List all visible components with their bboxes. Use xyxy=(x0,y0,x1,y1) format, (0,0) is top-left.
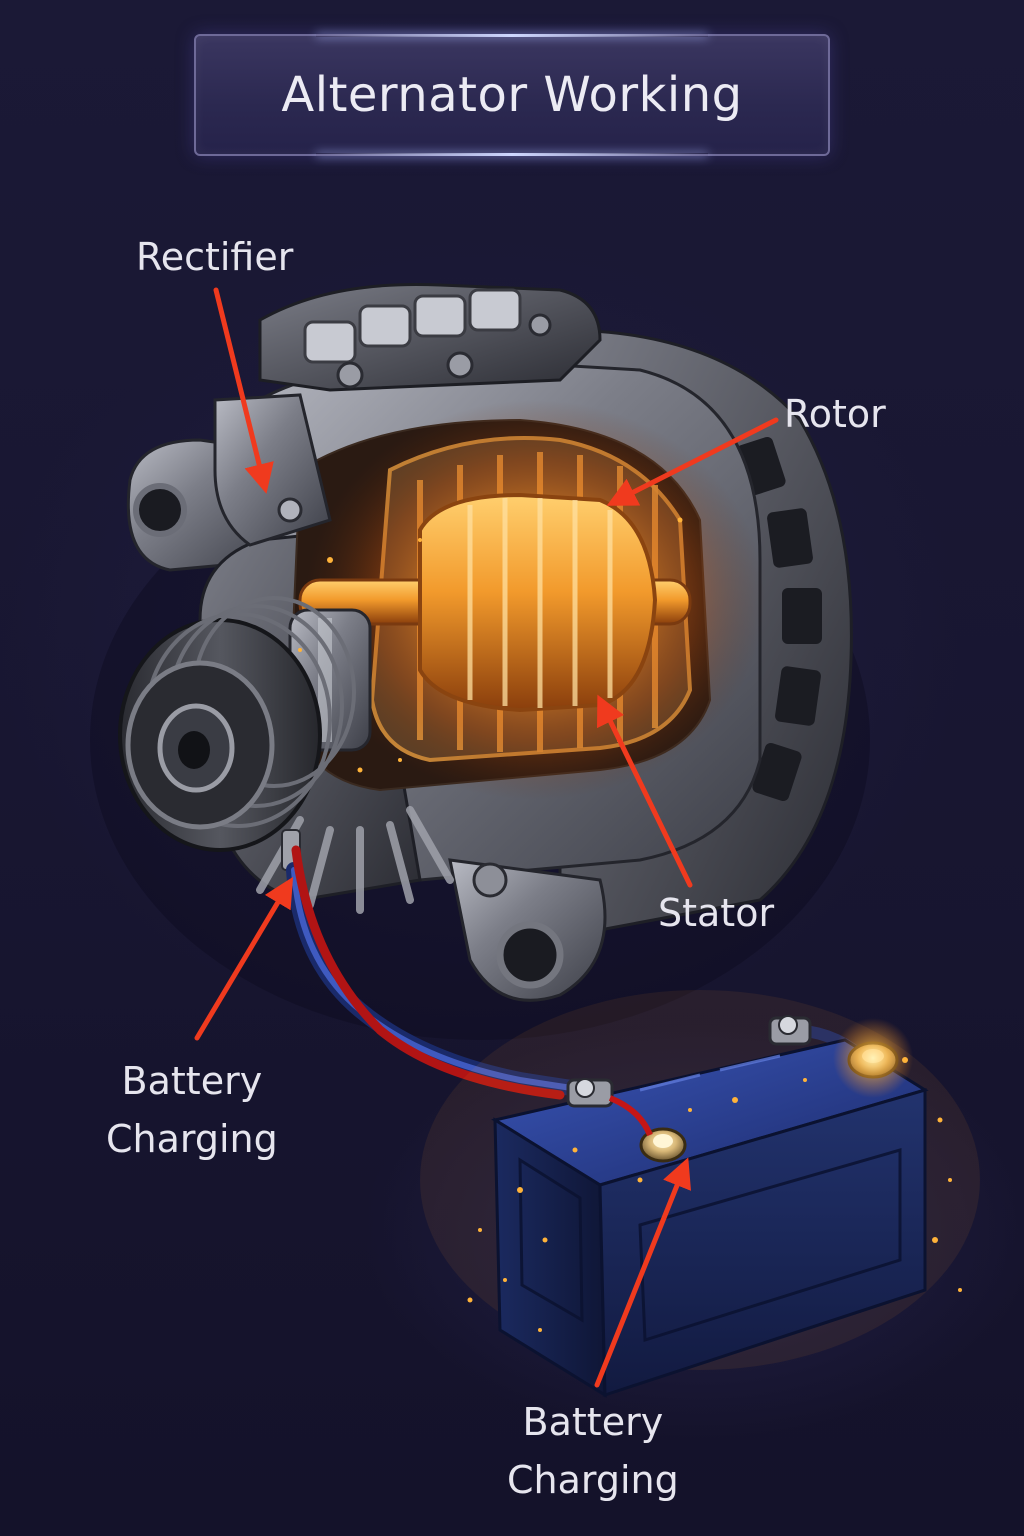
arrow-rectifier xyxy=(213,287,274,494)
pointer-arrows xyxy=(194,287,779,1388)
arrow-battery-charging-bottom xyxy=(594,1157,691,1388)
label-stator: Stator xyxy=(658,884,774,942)
label-battery-charging-left-line1: Battery xyxy=(121,1059,263,1103)
battery-terminal-positive xyxy=(639,1127,687,1163)
label-battery-charging-left: Battery Charging xyxy=(106,1052,278,1168)
label-battery-charging-left-line2: Charging xyxy=(106,1117,278,1161)
interior-sparks xyxy=(298,517,683,773)
page-title: Alternator Working xyxy=(281,67,743,123)
arrow-stator xyxy=(597,694,693,888)
title-glow-bottom xyxy=(316,153,708,156)
label-battery-charging-bottom-line2: Charging xyxy=(507,1458,679,1502)
title-banner: Alternator Working xyxy=(194,34,830,156)
cable-clamp-right xyxy=(768,1015,812,1046)
label-rotor: Rotor xyxy=(784,385,886,443)
label-rectifier-text: Rectifier xyxy=(136,235,294,279)
label-stator-text: Stator xyxy=(658,891,775,935)
label-battery-charging-bottom-line1: Battery xyxy=(522,1400,664,1444)
title-glow-top xyxy=(316,34,708,37)
label-rectifier: Rectifier xyxy=(136,228,293,286)
cable-red xyxy=(291,845,565,1100)
cable-clamp-left xyxy=(566,1078,653,1137)
arrow-rotor xyxy=(606,417,779,506)
rotor-poles xyxy=(467,498,613,708)
rectifier xyxy=(213,282,602,547)
battery-terminal-negative xyxy=(833,1018,913,1098)
charging-sparkles xyxy=(467,1057,962,1332)
battery xyxy=(420,990,980,1398)
pulley xyxy=(118,596,356,852)
label-rotor-text: Rotor xyxy=(784,392,886,436)
label-battery-charging-bottom: Battery Charging xyxy=(507,1393,679,1509)
arrow-battery-charging-left xyxy=(194,876,294,1041)
